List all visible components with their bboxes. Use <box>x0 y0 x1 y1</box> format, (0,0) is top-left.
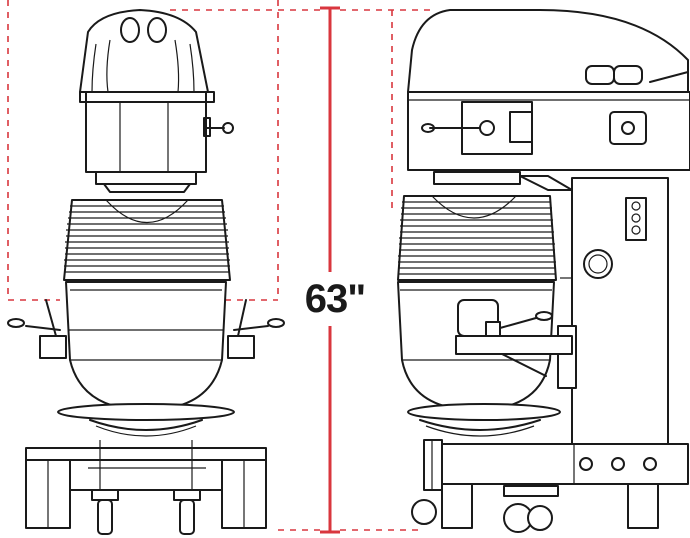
height-dimension <box>320 6 340 534</box>
side-view <box>397 9 690 533</box>
height-dimension-label: 63" <box>300 272 370 326</box>
front-view <box>7 9 285 535</box>
guide-lines <box>7 0 430 531</box>
